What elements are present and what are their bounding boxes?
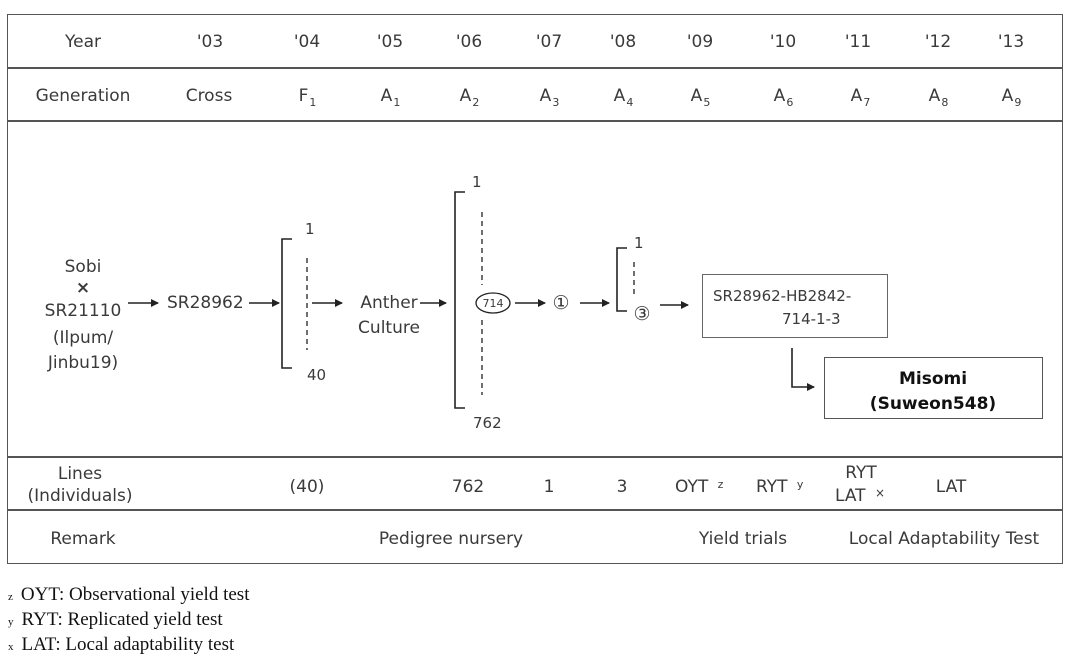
year-cell: '13 bbox=[997, 32, 1025, 52]
generation-cell: A3 bbox=[539, 86, 560, 109]
lines-a5: OYT z bbox=[675, 477, 724, 497]
cross-symbol: × bbox=[75, 278, 91, 298]
lines-a6: RYT y bbox=[756, 477, 804, 497]
remark-pedigree: Pedigree nursery bbox=[378, 529, 524, 549]
generation-cell: A1 bbox=[380, 86, 401, 109]
lines-a3: 1 bbox=[543, 477, 555, 497]
year-cell: '10 bbox=[769, 32, 797, 52]
generation-cell: A6 bbox=[773, 86, 794, 109]
generation-cell: F1 bbox=[298, 86, 317, 109]
row-divider-flow bbox=[7, 456, 1063, 458]
a2-bottom-index: 762 bbox=[473, 414, 502, 432]
year-cell: '09 bbox=[686, 32, 714, 52]
parent-line: (Ilpum/ bbox=[52, 328, 114, 348]
year-cell: '08 bbox=[609, 32, 637, 52]
a2-selected-line: 714 bbox=[482, 297, 504, 310]
line-name: SR28962-HB2842- bbox=[713, 287, 852, 305]
f1-top-index: 1 bbox=[305, 220, 315, 238]
generation-cell: A8 bbox=[928, 86, 949, 109]
generation-cell: A9 bbox=[1001, 86, 1022, 109]
a4-selected-line: ③ bbox=[633, 303, 651, 325]
lines-a7: LAT × bbox=[835, 486, 886, 506]
parent-line: Sobi bbox=[64, 257, 102, 277]
lines-a8: LAT bbox=[935, 477, 967, 497]
year-cell: '05 bbox=[376, 32, 404, 52]
line-name: 714-1-3 bbox=[782, 310, 841, 328]
lines-a4: 3 bbox=[616, 477, 628, 497]
generation-cell: A5 bbox=[690, 86, 711, 109]
lines-label: (Individuals) bbox=[27, 486, 133, 506]
year-cell: '04 bbox=[293, 32, 321, 52]
generation-cell: A4 bbox=[613, 86, 634, 109]
row-divider-header bbox=[7, 67, 1063, 69]
row-divider-generation bbox=[7, 120, 1063, 122]
generation-cell: A7 bbox=[850, 86, 871, 109]
cultivar-name: Misomi bbox=[898, 369, 968, 389]
year-cell: '06 bbox=[455, 32, 483, 52]
remark-yield: Yield trials bbox=[698, 529, 788, 549]
year-cell: '12 bbox=[924, 32, 952, 52]
a4-top-index: 1 bbox=[634, 234, 644, 252]
generation-cell: Cross bbox=[185, 86, 233, 106]
row-divider-lines bbox=[7, 509, 1063, 511]
year-cell: '11 bbox=[844, 32, 872, 52]
f1-name: SR28962 bbox=[167, 293, 244, 313]
generation-cell: A2 bbox=[459, 86, 480, 109]
f1-bottom-index: 40 bbox=[307, 366, 327, 384]
cultivar-box bbox=[824, 357, 1043, 419]
remark-label: Remark bbox=[50, 529, 116, 549]
year-cell: '03 bbox=[196, 32, 224, 52]
parent-line: Jinbu19) bbox=[47, 353, 119, 373]
line-name-box bbox=[702, 274, 888, 338]
lines-f1: (40) bbox=[289, 477, 325, 497]
lines-label: Lines bbox=[57, 464, 103, 484]
parent-line: SR21110 bbox=[44, 301, 122, 321]
year-cell: '07 bbox=[535, 32, 563, 52]
lines-a2: 762 bbox=[451, 477, 485, 497]
lines-a7: RYT bbox=[845, 463, 877, 483]
generation-label: Generation bbox=[35, 86, 131, 106]
year-label: Year bbox=[65, 32, 101, 52]
remark-local: Local Adaptability Test bbox=[848, 529, 1040, 549]
anther-label: Anther bbox=[360, 293, 418, 313]
diagram-frame bbox=[7, 14, 1063, 564]
cultivar-name: (Suweon548) bbox=[869, 394, 997, 414]
a2-top-index: 1 bbox=[472, 173, 482, 191]
anther-label: Culture bbox=[358, 318, 420, 338]
a3-selected-line: ① bbox=[552, 292, 570, 314]
